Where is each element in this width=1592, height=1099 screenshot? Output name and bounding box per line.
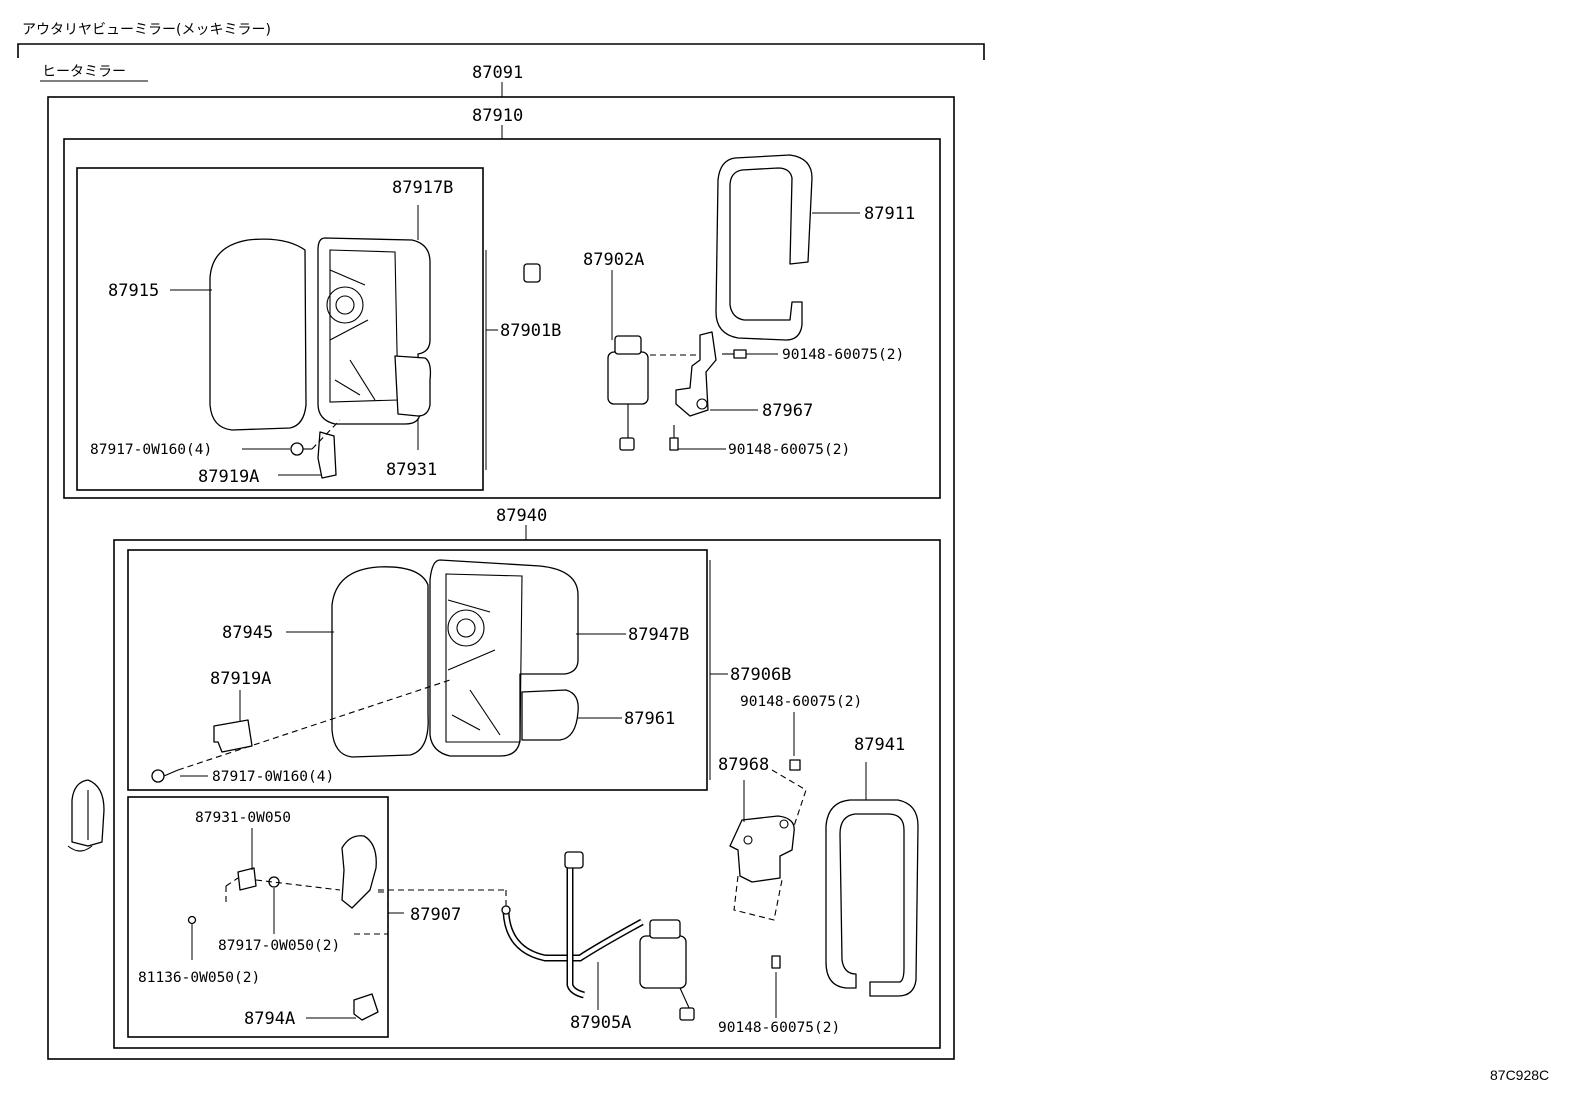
box-87940	[113, 539, 941, 1049]
figure-code: 87C928C	[1490, 1067, 1549, 1083]
label-90148-60075-a: 90148-60075(2)	[782, 347, 904, 363]
box-mirror-head-lower	[127, 549, 708, 791]
cable-87905A	[502, 851, 644, 999]
bracket-87967	[675, 331, 717, 417]
cable-87902A	[515, 263, 614, 342]
label-87917-0W050: 87917-0W050(2)	[218, 938, 340, 954]
diagram-subtitle: ヒータミラー	[42, 64, 126, 80]
title-bracket	[17, 43, 985, 60]
heater-87931	[394, 355, 432, 417]
screw-87917-0W160	[290, 442, 312, 456]
box-mirror-head-upper	[76, 167, 484, 491]
box-mount-parts	[127, 796, 389, 1038]
label-87917B: 87917B	[392, 178, 453, 198]
label-81136-0W050: 81136-0W050(2)	[138, 970, 260, 986]
box-87091	[47, 96, 955, 1060]
mirror-side-view	[67, 779, 105, 852]
label-87917-0W160-upper: 87917-0W160(4)	[90, 442, 212, 458]
label-87919A-lower: 87919A	[210, 669, 271, 689]
label-87091: 87091	[472, 63, 523, 83]
label-87931-0W050: 87931-0W050	[195, 810, 291, 826]
label-87905A: 87905A	[570, 1013, 631, 1033]
label-87911: 87911	[864, 204, 915, 224]
clip-8794A	[353, 993, 379, 1021]
diagram-title: アウタリヤビューミラー(メッキミラー)	[22, 22, 271, 38]
mirror-glass-87945	[331, 566, 429, 758]
motor-87901B	[607, 335, 649, 451]
label-8794A: 8794A	[244, 1009, 295, 1029]
mirror-housing-87947B	[429, 559, 579, 757]
label-90148-60075-d: 90148-60075(2)	[718, 1020, 840, 1036]
screw-87917-0W160-lower	[151, 769, 179, 783]
label-90148-60075-c: 90148-60075(2)	[740, 694, 862, 710]
label-87901B: 87901B	[500, 321, 561, 341]
label-87961: 87961	[624, 709, 675, 729]
label-87945: 87945	[222, 623, 273, 643]
label-87967: 87967	[762, 401, 813, 421]
label-87907: 87907	[410, 905, 461, 925]
label-87902A: 87902A	[583, 250, 644, 270]
bracket-87919A-lower	[213, 719, 253, 753]
bracket-87931-0W050	[237, 867, 257, 891]
bracket-87968	[729, 815, 795, 883]
label-87968: 87968	[718, 755, 769, 775]
label-87919A-upper: 87919A	[198, 467, 259, 487]
label-87931: 87931	[386, 460, 437, 480]
label-90148-60075-b: 90148-60075(2)	[728, 442, 850, 458]
bracket-87919A	[317, 431, 337, 479]
label-87947B: 87947B	[628, 625, 689, 645]
label-87917-0W160-lower: 87917-0W160(4)	[212, 769, 334, 785]
frame-87911	[715, 154, 813, 341]
box-87910	[63, 138, 941, 499]
frame-87941	[825, 799, 919, 997]
cover-mount-part	[341, 835, 377, 909]
motor-87905	[639, 919, 695, 1021]
heater-87961	[521, 689, 579, 741]
label-87910: 87910	[472, 106, 523, 126]
label-87941: 87941	[854, 735, 905, 755]
screw-81136-0W050	[187, 915, 197, 925]
label-87906B: 87906B	[730, 665, 791, 685]
label-87940: 87940	[496, 506, 547, 526]
bolt-90148-lower	[771, 759, 801, 969]
mirror-glass-87915	[209, 238, 307, 431]
label-87915: 87915	[108, 281, 159, 301]
